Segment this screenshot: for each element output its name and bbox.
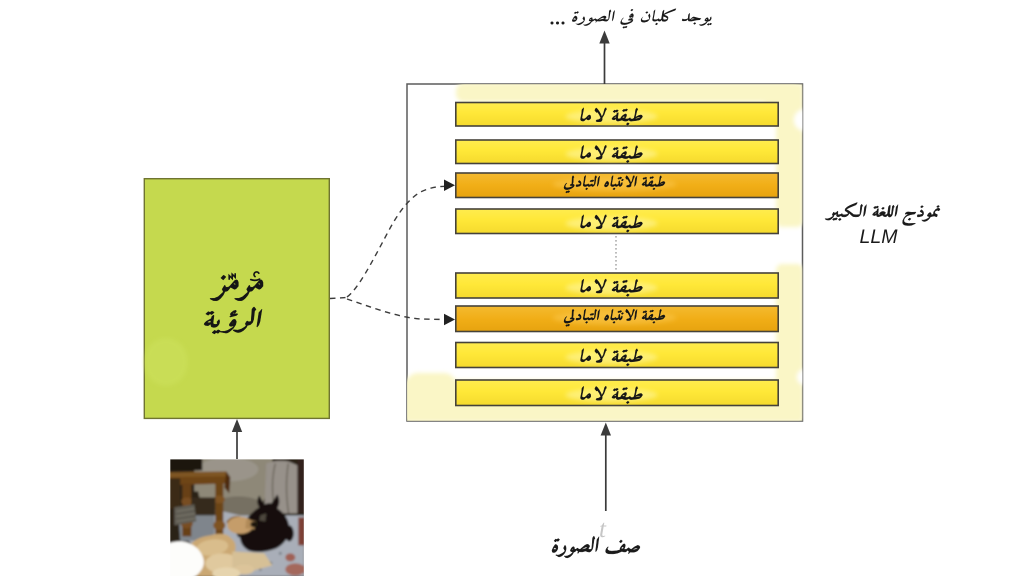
svg-text:t: t — [599, 516, 607, 543]
svg-text:LLM: LLM — [860, 226, 899, 248]
